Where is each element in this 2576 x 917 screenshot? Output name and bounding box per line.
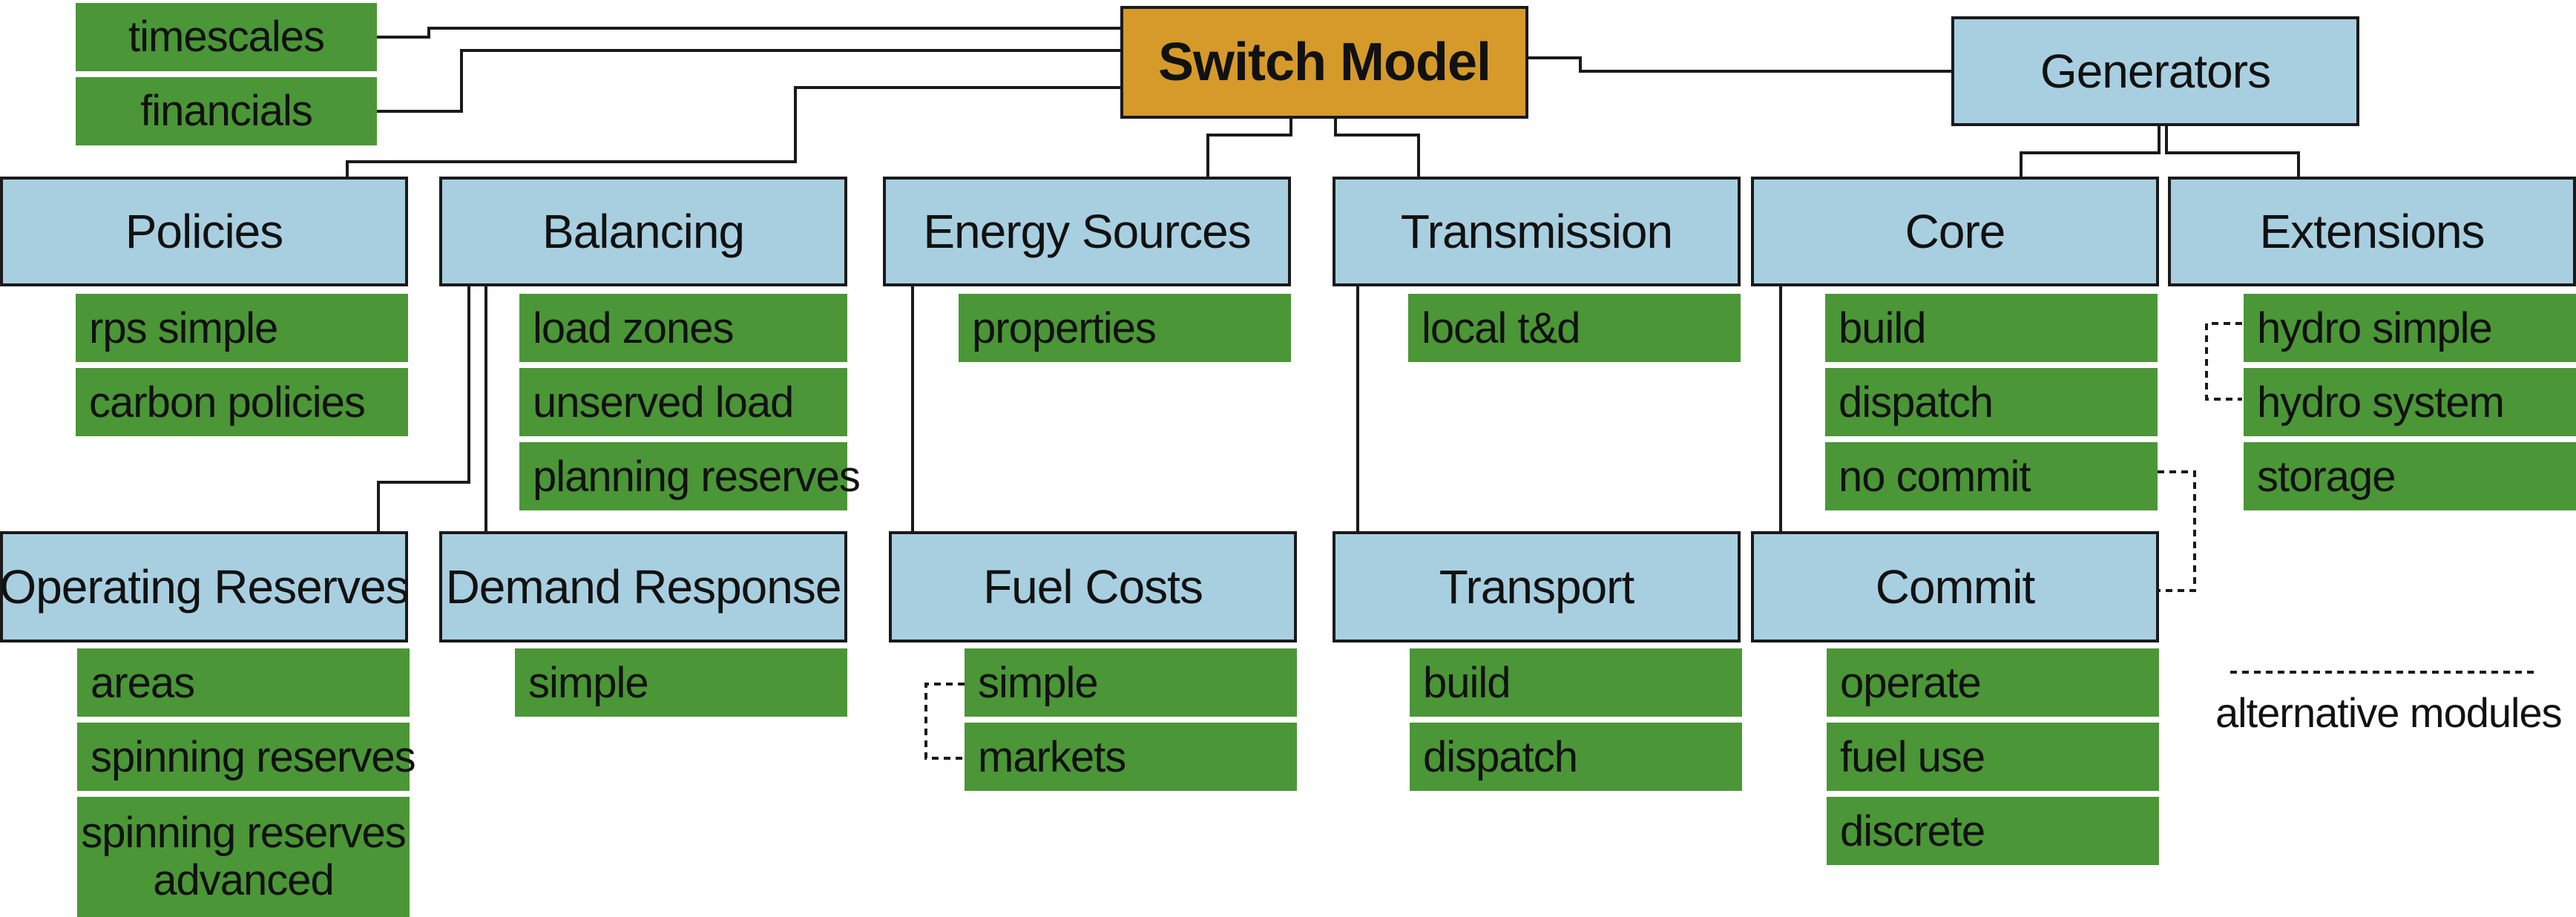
policies-box: Policies: [0, 177, 408, 286]
operating-reserves-areas: areas: [77, 648, 410, 717]
core-no-commit: no commit: [1825, 442, 2158, 510]
transmission-label: Transmission: [1400, 205, 1673, 258]
submodule-label: simple: [528, 658, 649, 707]
extensions-hydro-simple: hydro simple: [2244, 294, 2576, 362]
submodule-label: local t&d: [1422, 303, 1580, 352]
transport-dispatch: dispatch: [1410, 723, 1742, 791]
submodule-label: dispatch: [1839, 378, 1994, 427]
submodule-label: areas: [91, 658, 195, 707]
transport-build: build: [1410, 648, 1742, 717]
transport-label: Transport: [1439, 560, 1634, 614]
extensions-storage: storage: [2244, 442, 2576, 510]
transmission-local-td: local t&d: [1408, 294, 1741, 362]
extensions-hydro-system: hydro system: [2244, 368, 2576, 436]
submodule-label: spinning reserves: [91, 732, 416, 781]
operating-reserves-box: Operating Reserves: [0, 531, 410, 642]
financials-module: financials: [76, 77, 377, 145]
submodule-label: spinning reserves advanced: [81, 809, 407, 904]
balancing-load-zones: load zones: [519, 294, 847, 362]
submodule-label: no commit: [1839, 452, 2031, 501]
submodule-label: storage: [2257, 452, 2396, 501]
fuel-costs-markets: markets: [965, 723, 1297, 791]
switch-model-box: Switch Model: [1120, 6, 1528, 119]
generators-label: Generators: [2040, 45, 2271, 98]
submodule-label: planning reserves: [533, 452, 861, 501]
submodule-label: unserved load: [533, 378, 794, 427]
core-box: Core: [1751, 177, 2159, 286]
submodule-label: load zones: [533, 303, 735, 352]
submodule-label: discrete: [1840, 806, 1985, 855]
balancing-planning-reserves: planning reserves: [519, 442, 861, 510]
commit-operate: operate: [1827, 648, 2159, 717]
extensions-label: Extensions: [2259, 205, 2485, 258]
commit-label: Commit: [1875, 560, 2035, 614]
fuel-costs-box: Fuel Costs: [889, 531, 1297, 642]
transport-box: Transport: [1333, 531, 1741, 642]
core-dispatch: dispatch: [1825, 368, 2158, 436]
demand-response-simple: simple: [515, 648, 847, 717]
commit-discrete: discrete: [1827, 797, 2159, 865]
operating-reserves-spinning-reserves: spinning reserves: [77, 723, 416, 791]
submodule-label: hydro system: [2257, 378, 2505, 427]
submodule-label: rps simple: [89, 303, 278, 352]
transmission-box: Transmission: [1333, 177, 1741, 286]
submodule-label: dispatch: [1423, 732, 1578, 781]
balancing-box: Balancing: [439, 177, 847, 286]
policies-label: Policies: [125, 205, 284, 258]
submodule-label: markets: [978, 732, 1126, 781]
submodule-label: build: [1839, 303, 1927, 352]
core-label: Core: [1905, 205, 2006, 258]
fuel-costs-simple: simple: [965, 648, 1297, 717]
core-build: build: [1825, 294, 2158, 362]
legend-label: alternative modules: [2215, 689, 2563, 736]
submodule-label: carbon policies: [89, 378, 366, 427]
timescales-module: timescales: [76, 3, 377, 71]
submodule-label: operate: [1840, 658, 1982, 707]
fuel-costs-label: Fuel Costs: [983, 560, 1203, 614]
submodule-label: fuel use: [1840, 732, 1985, 781]
submodule-label: build: [1423, 658, 1511, 707]
energy-sources-box: Energy Sources: [883, 177, 1291, 286]
submodule-label: hydro simple: [2257, 303, 2493, 352]
operating-reserves-spinning-reserves-advanced: spinning reserves advanced: [77, 797, 410, 917]
operating-reserves-label: Operating Reserves: [0, 560, 410, 614]
submodule-label: properties: [972, 303, 1157, 352]
timescales-label: timescales: [128, 13, 325, 62]
policies-carbon-policies: carbon policies: [76, 368, 408, 436]
generators-box: Generators: [1951, 16, 2359, 126]
commit-fuel-use: fuel use: [1827, 723, 2159, 791]
extensions-box: Extensions: [2168, 177, 2576, 286]
demand-response-box: Demand Response: [439, 531, 847, 642]
policies-rps-simple: rps simple: [76, 294, 408, 362]
balancing-label: Balancing: [542, 205, 745, 258]
switch-model-label: Switch Model: [1157, 33, 1491, 92]
energy-sources-properties: properties: [959, 294, 1291, 362]
demand-response-label: Demand Response: [445, 560, 842, 614]
energy-sources-label: Energy Sources: [923, 205, 1251, 258]
financials-label: financials: [140, 87, 313, 136]
commit-box: Commit: [1751, 531, 2159, 642]
submodule-label: simple: [978, 658, 1099, 707]
balancing-unserved-load: unserved load: [519, 368, 847, 436]
